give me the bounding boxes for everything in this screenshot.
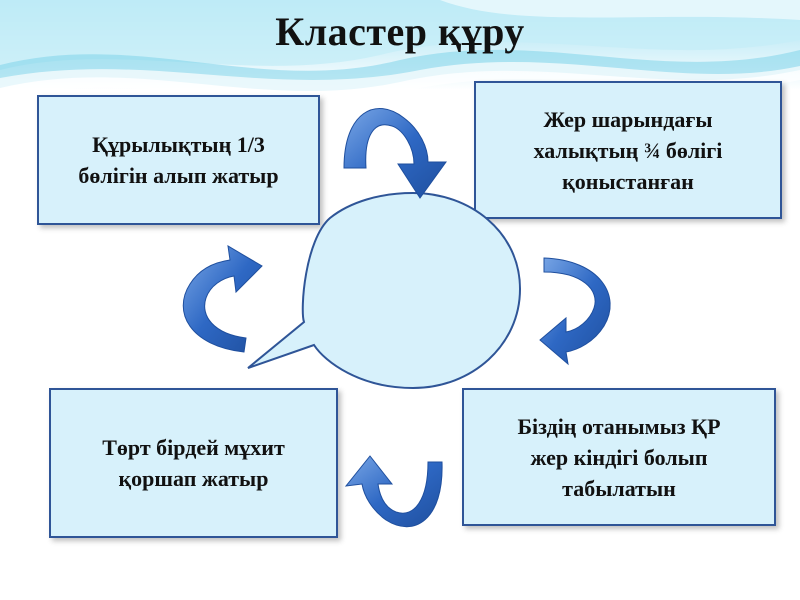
slide-title: Кластер құру [275, 9, 525, 54]
cluster-node-bottom-left: Төрт бірдей мұхит қоршап жатыр [49, 388, 338, 538]
cluster-node-text: Төрт бірдей мұхит қоршап жатыр [102, 435, 285, 491]
cluster-node-bottom-right: Біздің отанымыз ҚР жер кіндігі болып таб… [462, 388, 776, 526]
cluster-node-text: Біздің отанымыз ҚР жер кіндігі болып таб… [517, 413, 721, 501]
cluster-node-top-right: Жер шарындағы халықтың ¾ бөлігі қоныстан… [474, 81, 782, 219]
cluster-node-text: Құрылықтың 1/3 бөлігін алып жатыр [78, 132, 279, 188]
cluster-node-top-left: Құрылықтың 1/3 бөлігін алып жатыр [37, 95, 320, 225]
cluster-node-text: Жер шарындағы халықтың ¾ бөлігі қоныстан… [533, 106, 723, 194]
